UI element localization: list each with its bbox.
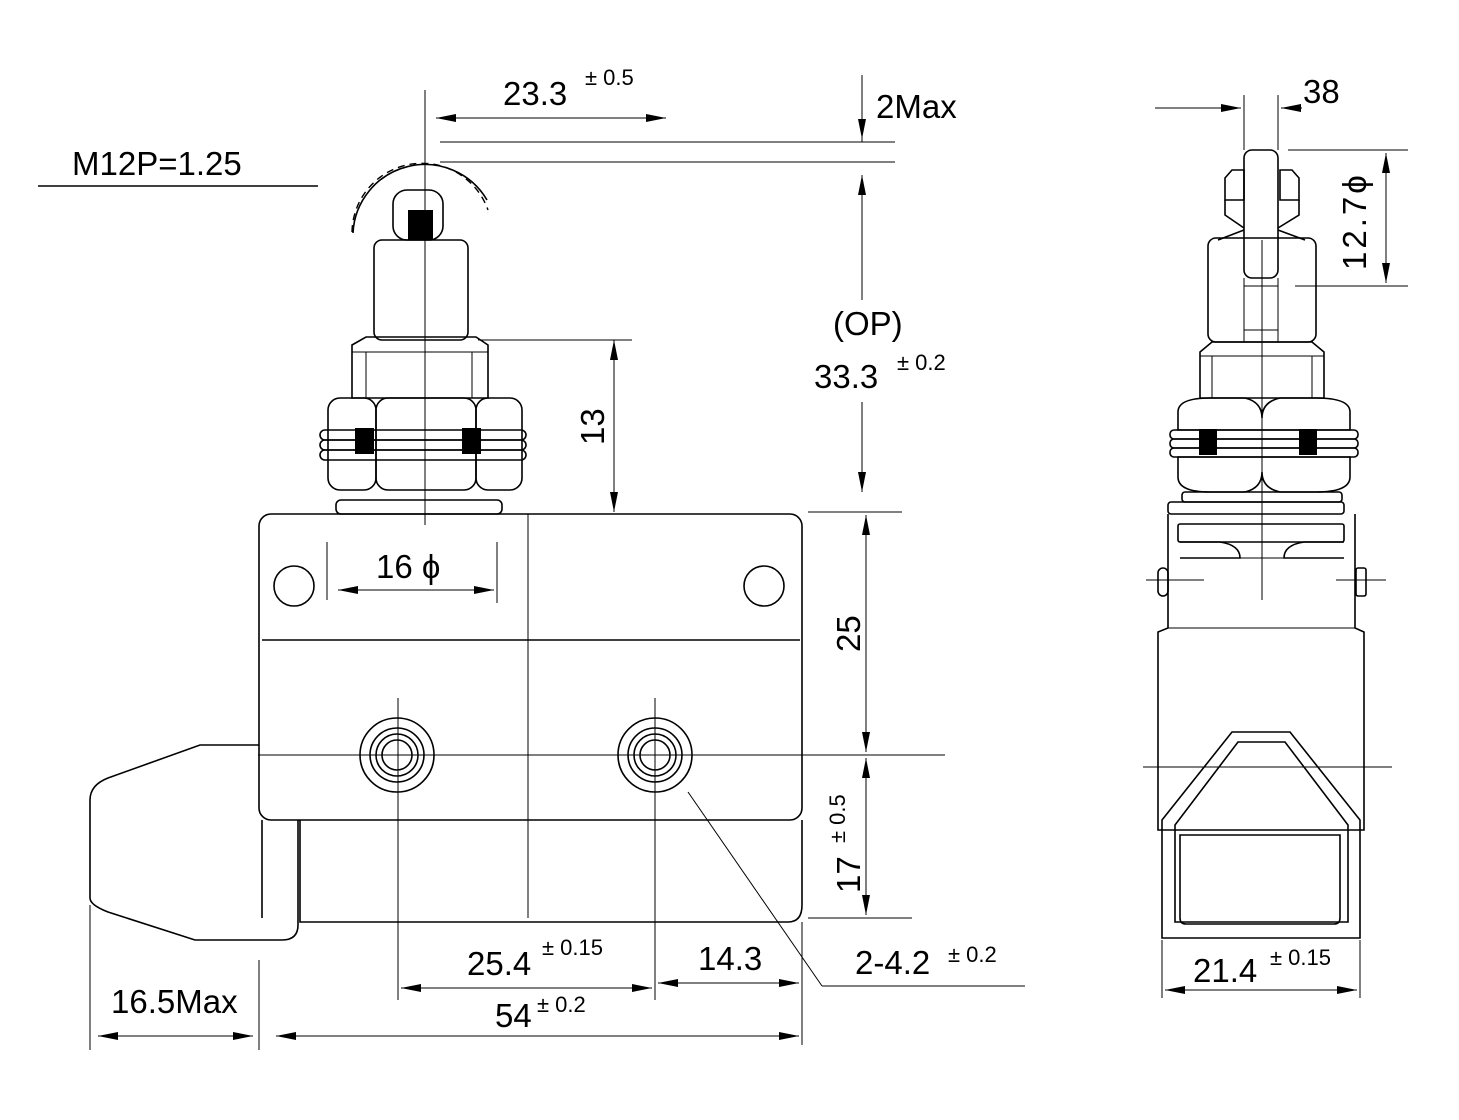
svg-text:± 0.2: ± 0.2 [537,992,586,1017]
dim-bushing-length: 13 [574,340,618,512]
dim-diameter: 16 ϕ [338,548,494,594]
side-cover [89,744,299,941]
svg-text:± 0.5: ± 0.5 [585,65,634,90]
dim-hole-pitch: 25.4 ± 0.15 [401,935,652,992]
svg-text:13: 13 [574,408,611,445]
svg-text:2Max: 2Max [876,88,957,125]
svg-text:± 0.5: ± 0.5 [825,794,850,843]
dim-hole-edge: 14.3 [658,940,799,987]
svg-text:33.3: 33.3 [814,358,878,395]
diameter-symbol: ϕ [422,548,440,585]
thread-spec-label: M12P=1.25 [72,145,242,182]
dim-pretravel: 2Max [858,88,957,139]
svg-text:12.7ϕ: 12.7ϕ [1336,172,1373,270]
side-body [1146,514,1386,939]
svg-text:16.5Max: 16.5Max [111,983,238,1020]
switch-body [89,513,803,941]
side-view: 38 12.7ϕ 21.4 ± 0.15 [1143,73,1408,998]
mount-hole-left [273,565,315,607]
svg-text:38: 38 [1303,73,1340,110]
dim-body-upper: 25 [830,515,870,752]
svg-text:14.3: 14.3 [698,940,762,977]
svg-text:25: 25 [830,615,867,652]
svg-text:23.3: 23.3 [503,75,567,112]
diameter-symbol-side: ϕ [1336,172,1373,193]
dim-roller-diameter: 12.7ϕ [1336,153,1390,283]
svg-text:25.4: 25.4 [467,945,531,982]
dim-screw-holes: 2-4.2 ± 0.2 [687,791,1025,987]
svg-text:± 0.15: ± 0.15 [1270,945,1331,970]
mount-hole-right [743,565,785,607]
hex-nut [351,336,489,399]
svg-text:54: 54 [495,997,532,1034]
svg-text:2-4.2: 2-4.2 [855,944,930,981]
dim-overall-width: 54 ± 0.2 [276,992,799,1040]
dim-cover-max: 16.5Max [98,983,253,1040]
svg-text:17: 17 [830,856,867,893]
side-lock-nuts [1167,397,1359,515]
dim-body-lower: 17 ± 0.5 [825,758,870,915]
svg-text:21.4: 21.4 [1193,952,1257,989]
svg-text:± 0.2: ± 0.2 [948,942,997,967]
dim-roller-offset: 23.3 ± 0.5 [436,65,666,122]
dim-operating-position: (OP) 33.3 ± 0.2 [808,175,946,492]
lock-nuts [319,397,527,515]
dim-roller-width: 38 [1155,73,1340,112]
svg-text:16 ϕ: 16 ϕ [376,548,440,585]
svg-text:± 0.15: ± 0.15 [542,935,603,960]
front-view: M12P=1.25 [38,65,1025,1050]
side-roller [1207,149,1317,343]
roller-actuator [351,162,489,341]
dim-depth: 21.4 ± 0.15 [1165,945,1357,994]
svg-text:± 0.2: ± 0.2 [897,350,946,375]
svg-text:(OP): (OP) [833,305,903,342]
